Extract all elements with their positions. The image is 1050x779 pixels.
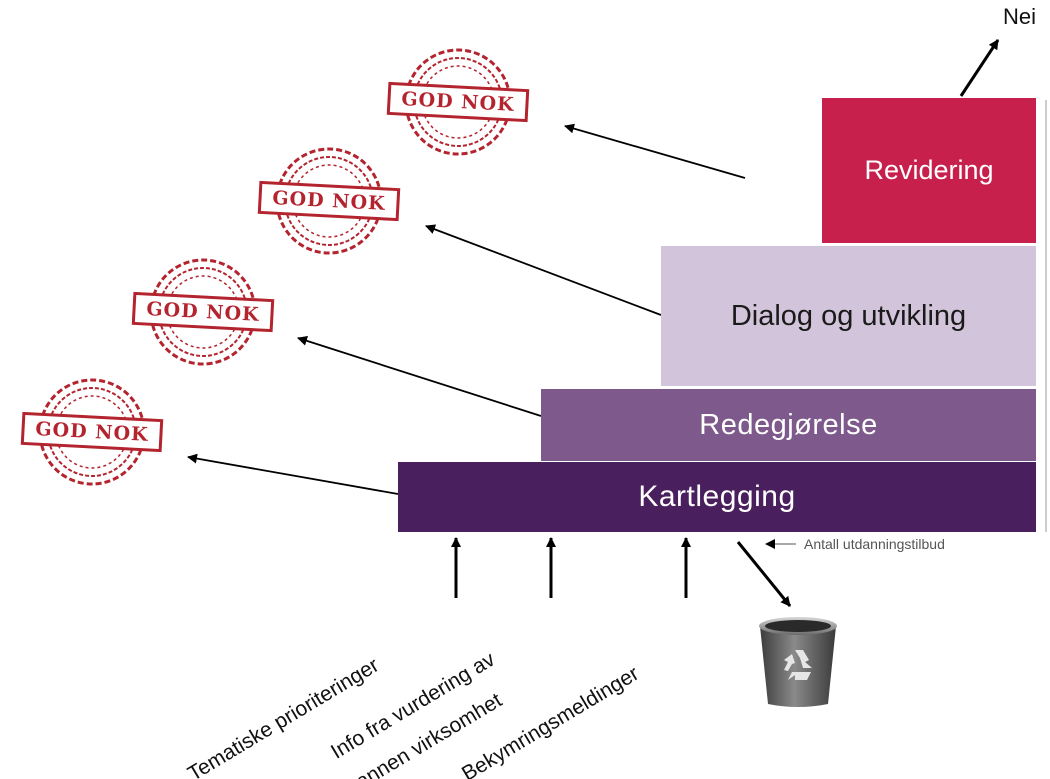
step-redegjorelse: Redegjørelse [541,389,1036,461]
antall-label: Antall utdanningstilbud [804,536,945,552]
arrow-nei [959,39,1000,97]
stamp-seal-icon [131,258,275,366]
recycle-bin-icon [759,617,837,707]
stamp-label: GOD NOK [271,187,387,215]
god-nok-stamp: GOD NOK [17,372,167,492]
stamp-seal-icon [20,378,164,486]
arrow-dialog-to-stamp [425,224,662,316]
step-revidering-label: Revidering [864,155,994,185]
stamp-seal-icon [257,147,401,255]
nei-label: Nei [1003,4,1037,29]
stamp-label: GOD NOK [145,298,261,326]
god-nok-stamp: GOD NOK [128,252,278,372]
step-kartlegging-label: Kartlegging [638,480,796,513]
step-dialog-label: Dialog og utvikling [730,299,967,332]
arrow-kartlegging-to-stamp [187,453,399,495]
stamp-seal-icon [386,48,530,156]
arrow-redegjorelse-to-stamp [297,335,542,417]
god-nok-stamp: GOD NOK [383,42,533,162]
step-dialog-og-utvikling: Dialog og utvikling [661,246,1036,386]
step-revidering: Revidering [822,98,1036,243]
god-nok-stamp: GOD NOK [254,141,404,261]
stamp-label: GOD NOK [34,418,150,446]
arrow-to-trash [736,541,792,607]
step-kartlegging: Kartlegging [398,462,1036,532]
step-redegjorelse-label: Redegjørelse [699,408,878,441]
arrow-revidering-to-stamp [564,123,746,179]
